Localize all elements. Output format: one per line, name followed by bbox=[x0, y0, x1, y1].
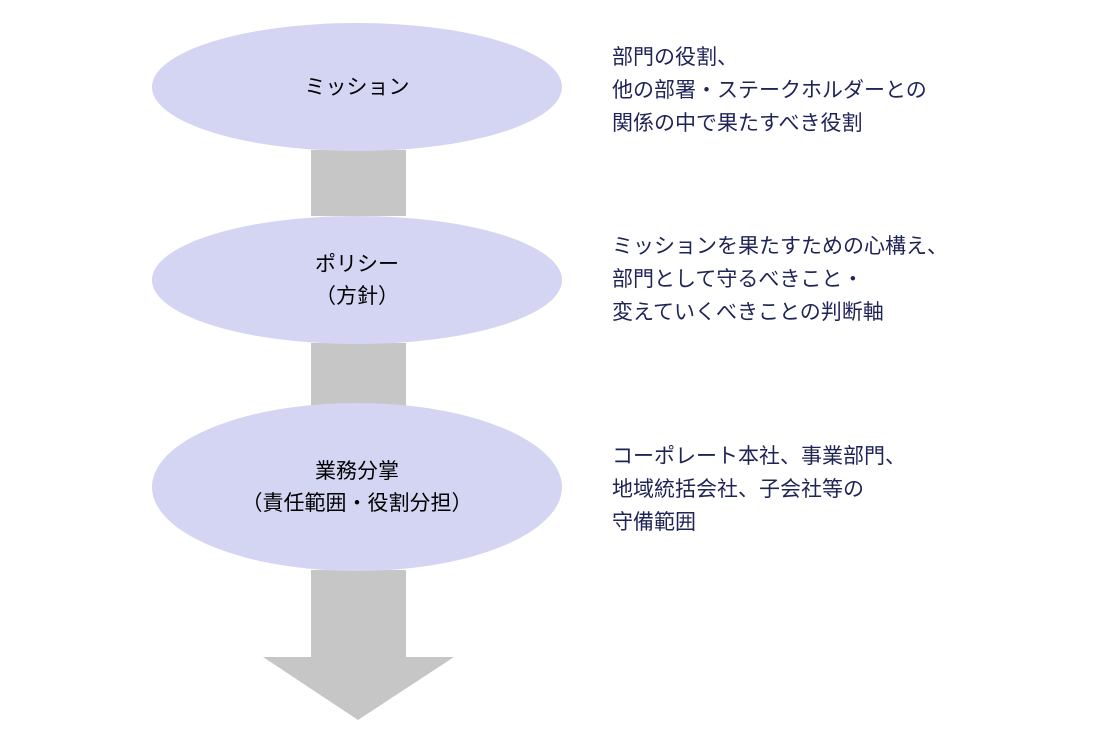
connector-bar-2 bbox=[311, 343, 406, 409]
down-arrow bbox=[263, 570, 454, 720]
connector-bar-1 bbox=[311, 150, 406, 216]
ellipse-responsibility bbox=[152, 403, 562, 571]
mission-description: 部門の役割、 他の部署・ステークホルダーとの 関係の中で果たすべき役割 bbox=[612, 45, 927, 135]
ellipse-policy bbox=[152, 216, 562, 344]
responsibility-label: 業務分掌 （責任範囲・役割分担） bbox=[241, 459, 473, 515]
policy-description: ミッションを果たすための心構え、 部門として守るべきこと・ 変えていくべきことの… bbox=[612, 234, 948, 324]
ellipse-mission bbox=[152, 23, 562, 151]
responsibility-description: コーポレート本社、事業部門、 地域統括会社、子会社等の 守備範囲 bbox=[612, 444, 906, 534]
policy-label: ポリシー （方針） bbox=[315, 252, 399, 308]
mission-label: ミッション bbox=[304, 75, 410, 99]
